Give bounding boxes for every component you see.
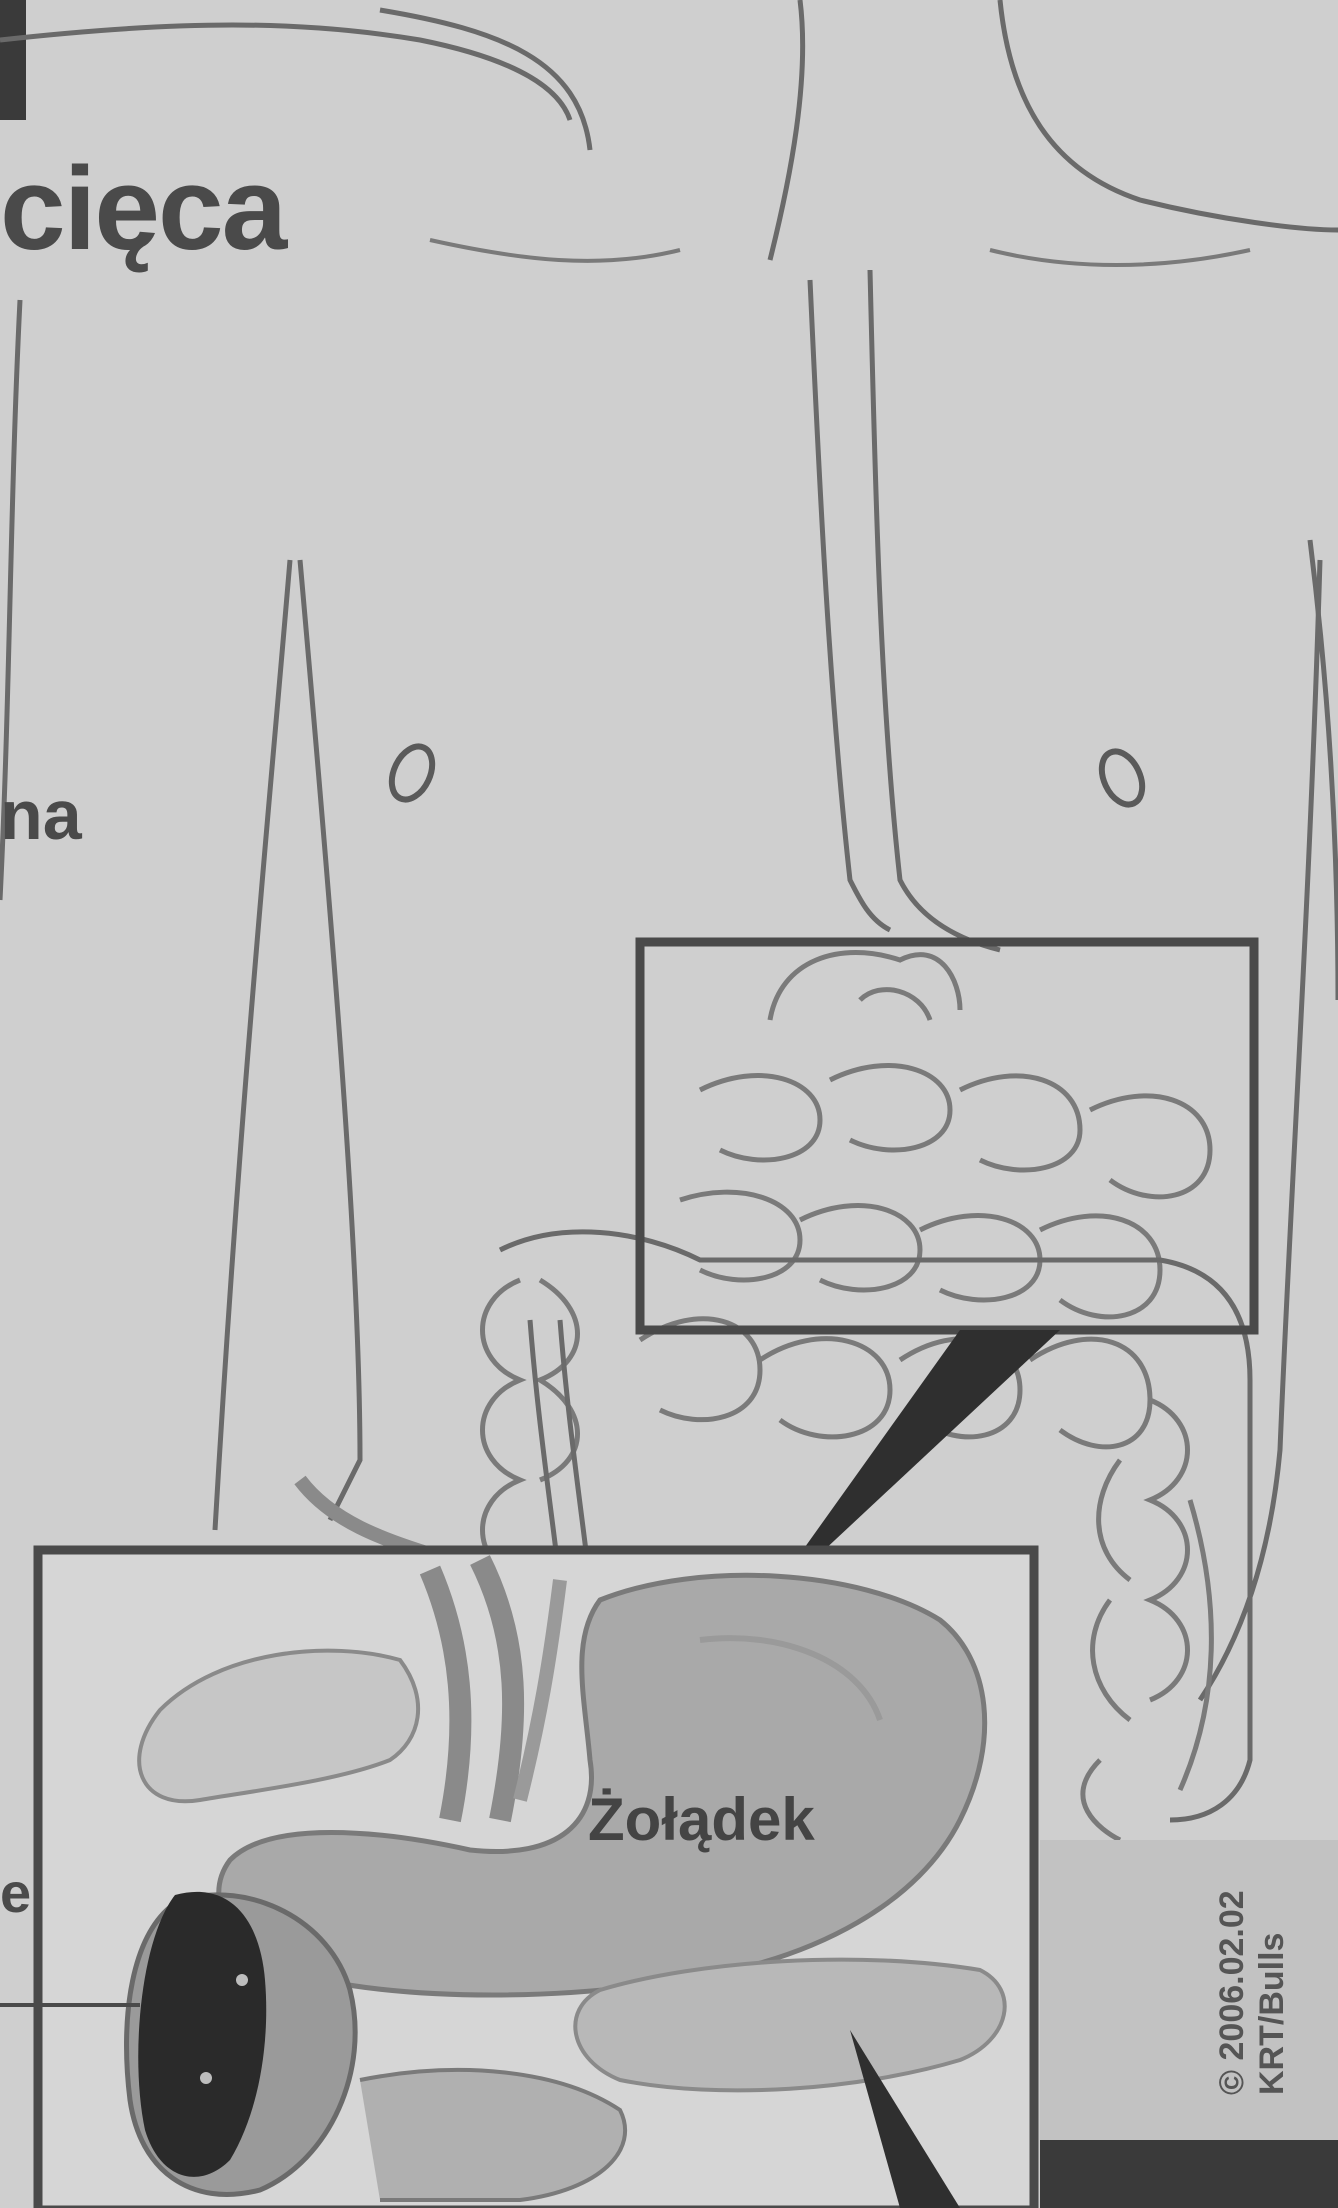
side-label: na xyxy=(0,780,82,850)
credit-text: © 2006.02.02 KRT/Bulls xyxy=(1212,1890,1292,2095)
bottom-right-dark-block xyxy=(1040,2140,1338,2208)
dark-corner-block xyxy=(0,0,26,120)
organ-label-stomach: Żołądek xyxy=(588,1790,815,1850)
dark-region-spot-2 xyxy=(200,2072,212,2084)
credit-panel xyxy=(1040,1840,1338,2140)
title-text: cięca xyxy=(0,150,285,268)
credit-date: © 2006.02.02 xyxy=(1212,1890,1252,2095)
side-label-2: e xyxy=(0,1865,31,1921)
dark-region-spot-1 xyxy=(236,1974,248,1986)
credit-agency: KRT/Bulls xyxy=(1252,1890,1292,2095)
